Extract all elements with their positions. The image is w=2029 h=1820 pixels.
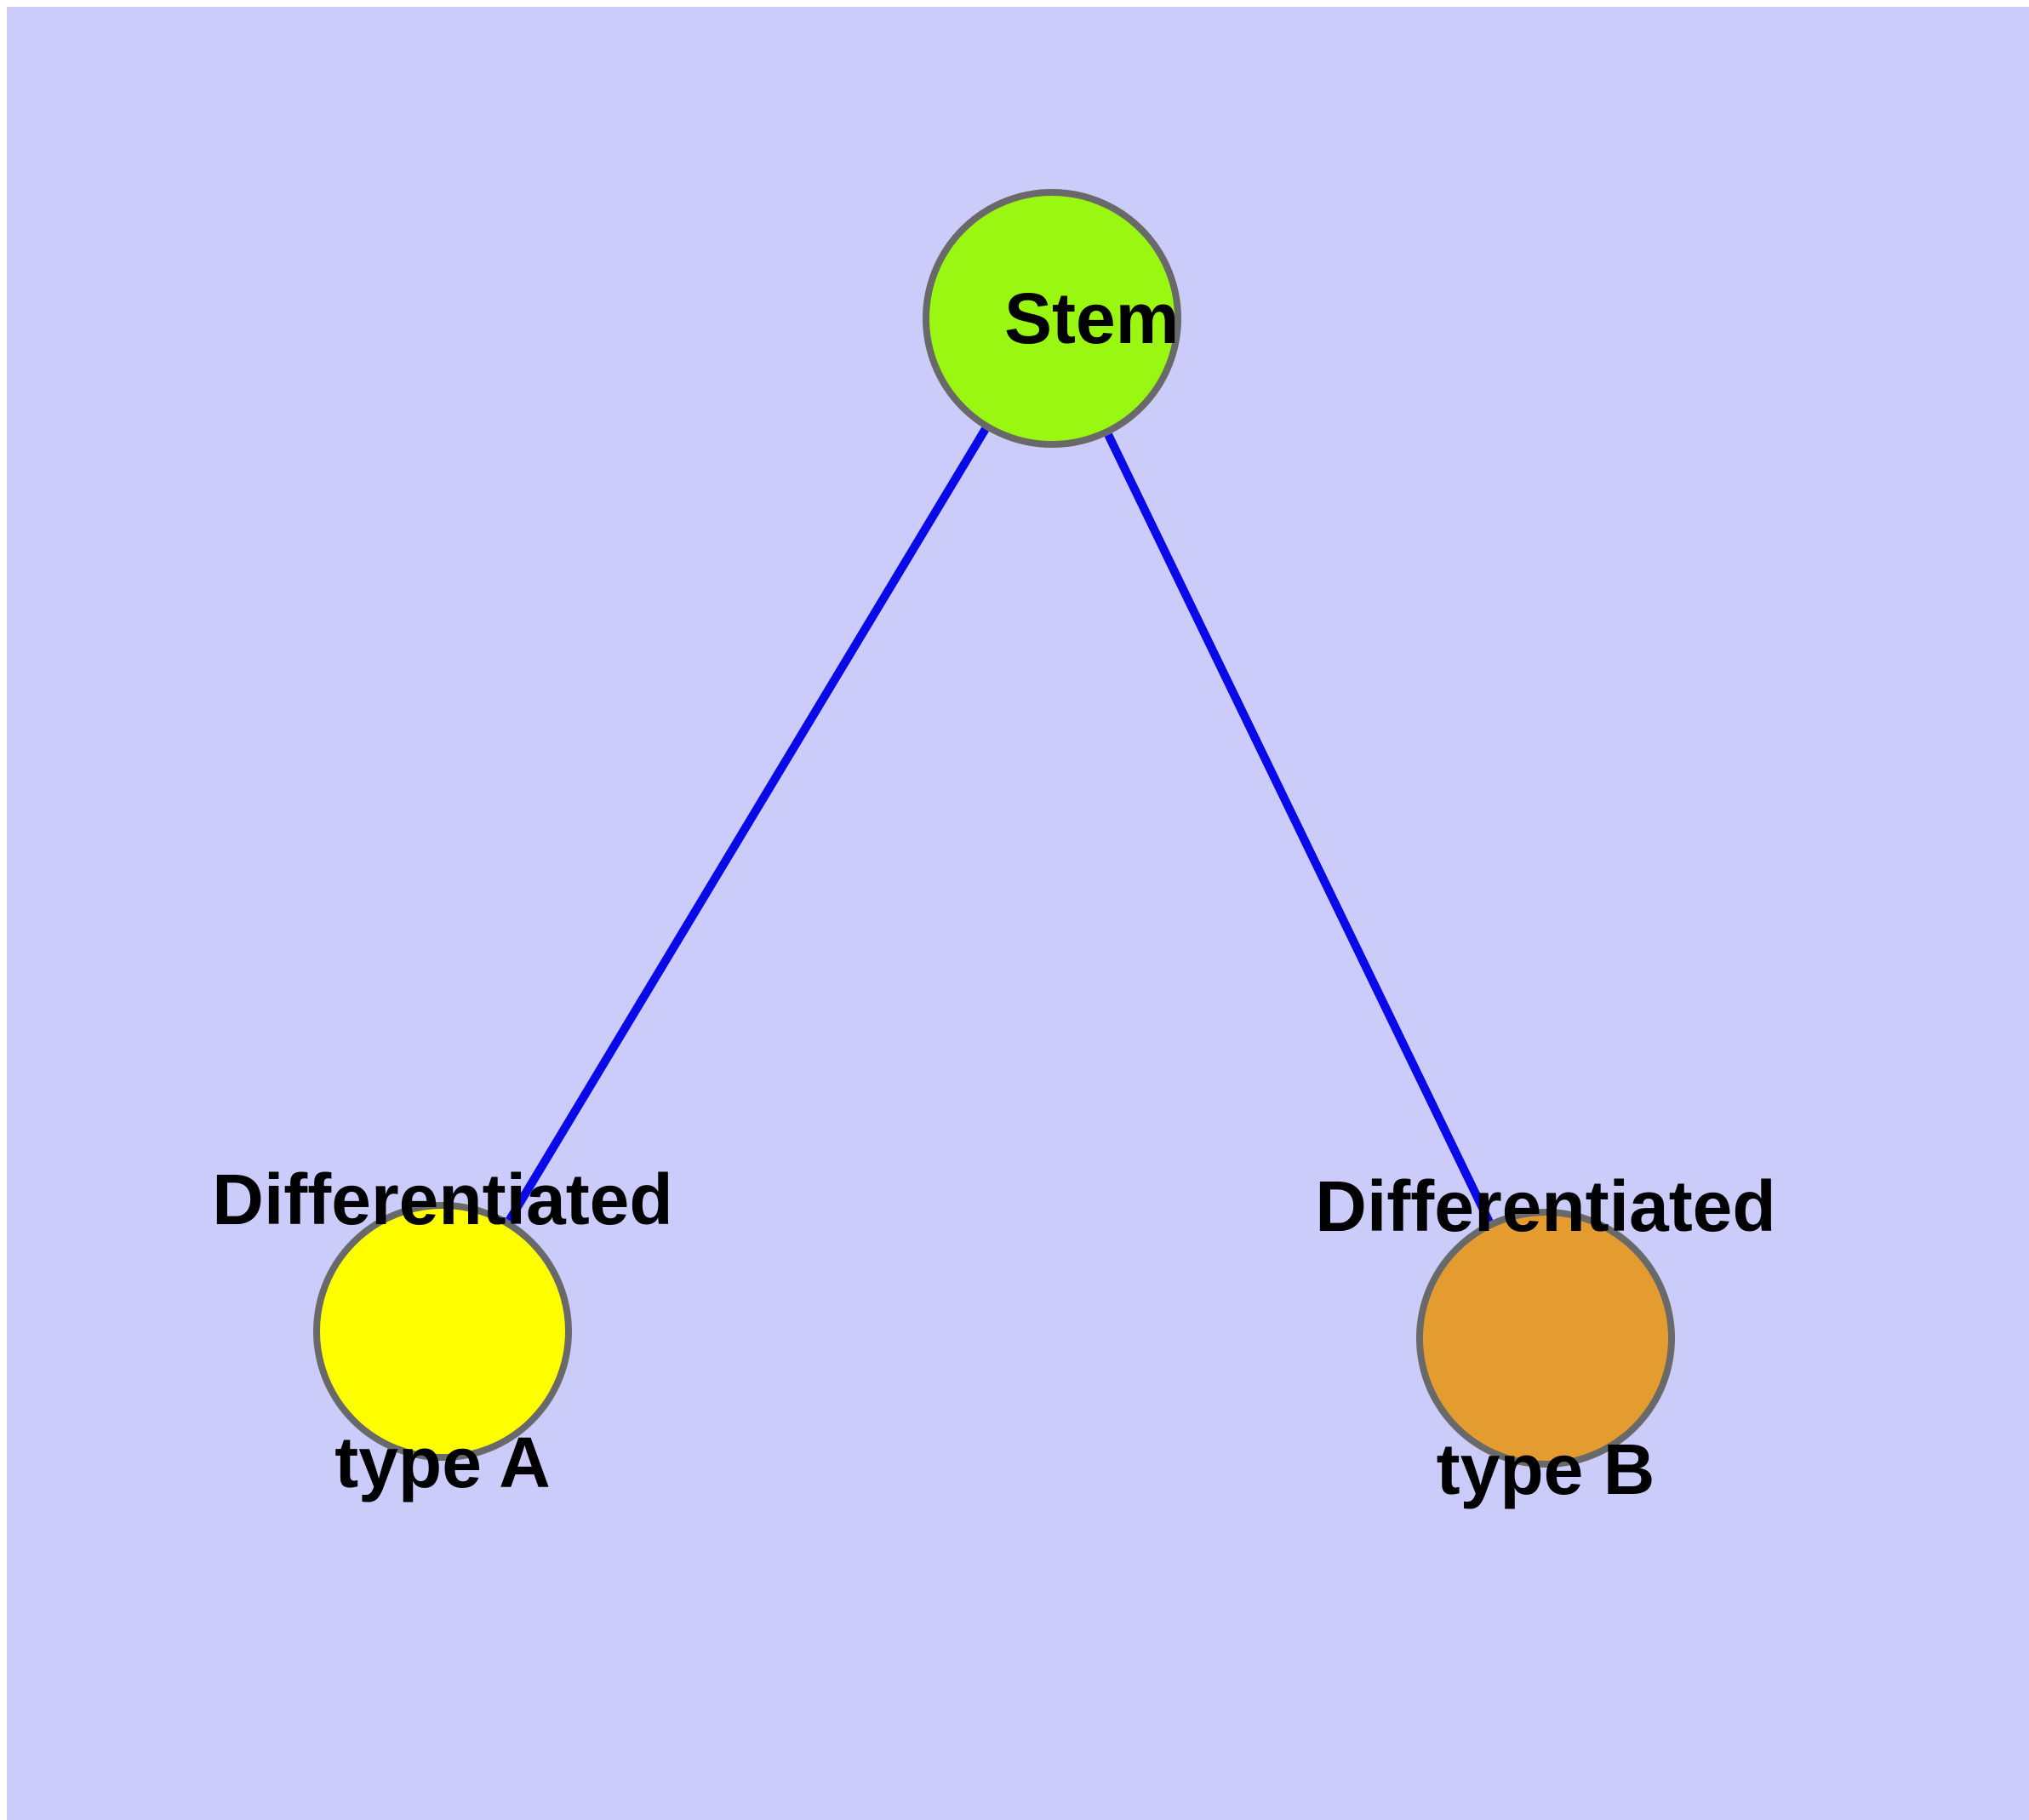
node-stem[interactable] [923,189,1181,448]
node-differentiated-type-b[interactable] [1416,1209,1675,1468]
node-layer [313,189,1675,1468]
edge-stem-to-diff-b [1104,432,1494,1224]
edge-stem-to-diff-a [506,426,989,1223]
edge-layer [506,426,1494,1224]
node-differentiated-type-a[interactable] [313,1202,572,1461]
